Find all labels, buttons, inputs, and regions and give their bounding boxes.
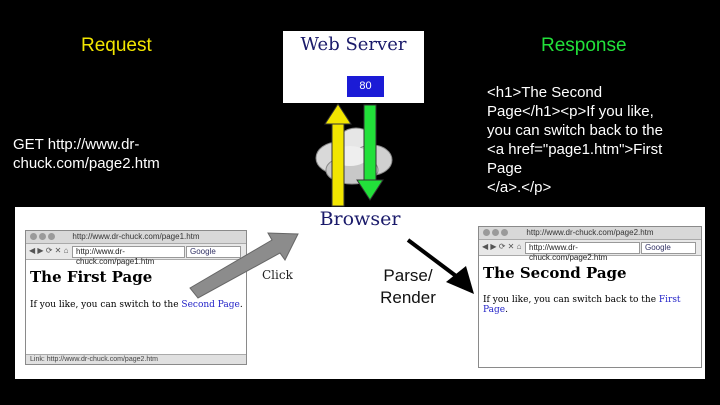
parse-line: Render (380, 288, 436, 307)
response-text: <h1>The Second Page</h1><p>If you like, … (487, 83, 712, 197)
parse-render-label: Parse/ Render (370, 265, 446, 309)
address-bar[interactable]: http://www.dr-chuck.com/page1.htm (72, 246, 185, 266)
request-label: Request (81, 35, 152, 56)
web-server-box: Web Server 80 (283, 31, 424, 103)
response-line: <h1>The Second (487, 84, 603, 101)
status-bar: Link: http://www.dr-chuck.com/page2.htm (26, 354, 246, 364)
page-paragraph: If you like, you can switch to the Secon… (30, 300, 243, 310)
down-arrow-icon (356, 104, 384, 201)
response-line: <a href="page1.htm">First (487, 141, 663, 158)
zoom-icon[interactable] (501, 229, 508, 236)
render-arrow-icon (406, 238, 474, 294)
web-server-title: Web Server (300, 34, 407, 55)
paragraph-text: If you like, you can switch back to the (483, 295, 659, 305)
response-line: Page</h1><p>If you like, (487, 103, 654, 120)
close-icon[interactable] (30, 233, 37, 240)
minimize-icon[interactable] (492, 229, 499, 236)
page-heading: The Second Page (483, 264, 627, 282)
cloud-icon (315, 127, 393, 185)
browser-window-page1: http://www.dr-chuck.com/page1.htm ◀ ▶ ⟳ … (25, 230, 247, 365)
network-graphic (315, 103, 393, 207)
page-paragraph: If you like, you can switch back to the … (483, 295, 701, 315)
paragraph-text: . (239, 300, 243, 310)
browser-label: Browser (319, 208, 401, 230)
zoom-icon[interactable] (48, 233, 55, 240)
browser-window-page2: http://www.dr-chuck.com/page2.htm ◀ ▶ ⟳ … (478, 226, 702, 368)
search-input[interactable]: Google (186, 246, 241, 258)
second-page-link[interactable]: Second Page (181, 300, 240, 310)
response-line: </a>.</p> (487, 179, 552, 196)
request-line: GET http://www.dr- (13, 136, 140, 153)
response-label: Response (541, 35, 627, 56)
nav-buttons-icon[interactable]: ◀ ▶ ⟳ ✕ ⌂ (29, 246, 69, 255)
minimize-icon[interactable] (39, 233, 46, 240)
response-line: Page (487, 160, 523, 177)
nav-buttons-icon[interactable]: ◀ ▶ ⟳ ✕ ⌂ (482, 242, 522, 251)
window-titlebar: http://www.dr-chuck.com/page1.htm (26, 231, 246, 244)
paragraph-text: If you like, you can switch to the (30, 300, 182, 310)
port-badge: 80 (347, 76, 384, 97)
paragraph-text: . (505, 305, 508, 315)
request-line: chuck.com/page2.htm (13, 155, 160, 172)
window-title: http://www.dr-chuck.com/page2.htm (526, 228, 654, 237)
up-arrow-icon (324, 103, 352, 207)
click-label: Click (262, 268, 293, 282)
response-line: you can switch back to the (487, 122, 663, 139)
first-page-link[interactable]: First Page (483, 295, 681, 315)
window-titlebar: http://www.dr-chuck.com/page2.htm (479, 227, 701, 240)
window-title: http://www.dr-chuck.com/page1.htm (72, 232, 200, 241)
click-arrow-icon (189, 232, 299, 299)
browser-title-wrap: Browser (0, 208, 720, 230)
parse-line: Parse/ (383, 266, 433, 285)
page-heading: The First Page (30, 268, 153, 286)
window-toolbar: ◀ ▶ ⟳ ✕ ⌂ http://www.dr-chuck.com/page2.… (479, 240, 701, 262)
search-input[interactable]: Google (641, 242, 696, 254)
address-bar[interactable]: http://www.dr-chuck.com/page2.htm (525, 242, 640, 262)
close-icon[interactable] (483, 229, 490, 236)
request-text: GET http://www.dr- chuck.com/page2.htm (13, 135, 160, 173)
window-toolbar: ◀ ▶ ⟳ ✕ ⌂ http://www.dr-chuck.com/page1.… (26, 244, 246, 266)
